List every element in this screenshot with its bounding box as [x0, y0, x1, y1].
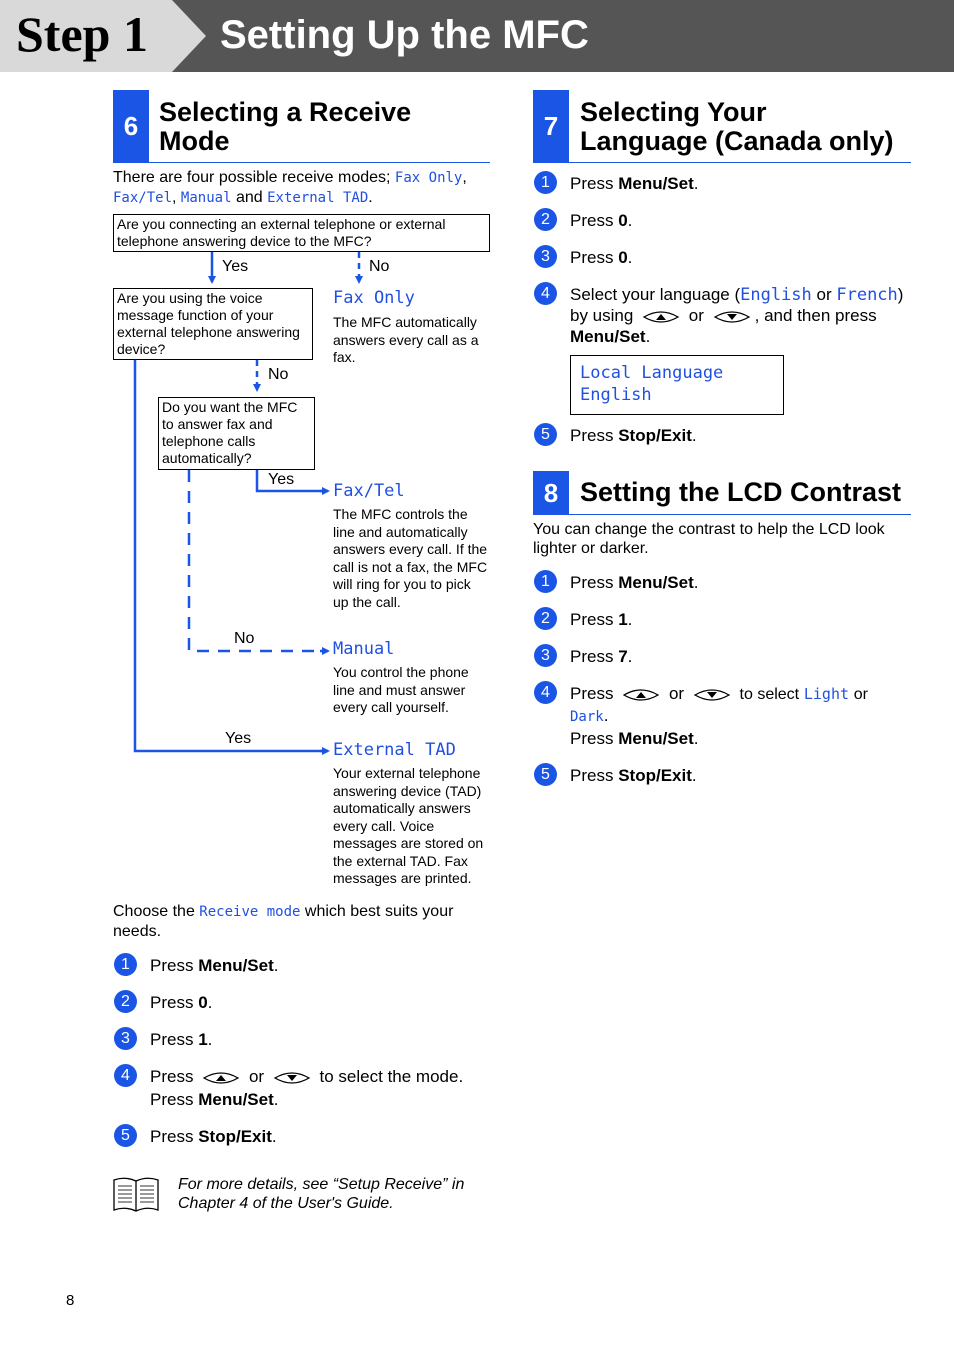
result-external-tad-title: External TAD [333, 740, 456, 760]
s8-step-4-line-3: Press Menu/Set. [570, 729, 699, 748]
section-8-rule [533, 514, 911, 515]
reference-note: For more details, see “Setup Receive” in… [178, 1176, 465, 1212]
s8-step-2: Press 1. [570, 610, 633, 629]
result-fax-only-title: Fax Only [333, 288, 415, 308]
result-external-tad-desc: Your external telephone answering device… [333, 765, 484, 886]
s8-step-3-number: 3 [534, 644, 557, 667]
down-arrow-key-icon [273, 1069, 311, 1087]
s8-step-3: Press 7. [570, 647, 633, 666]
s6-step-3-number: 3 [114, 1027, 137, 1050]
flow-yes-label-1: Yes [222, 258, 249, 275]
flow-no-label-1: No [369, 258, 390, 275]
result-fax-tel-desc: The MFC controls the line and automatica… [333, 506, 488, 610]
s8-step-4-number: 4 [534, 681, 557, 704]
section-8-number: 8 [533, 471, 569, 515]
section-7-rule [533, 162, 911, 163]
section-7-number: 7 [533, 90, 569, 162]
s7-step-1-number: 1 [534, 171, 557, 194]
s6-step-4-number: 4 [114, 1064, 137, 1087]
flow-question-1: Are you connecting an external telephone… [113, 214, 490, 252]
s7-step-3: Press 0. [570, 248, 633, 267]
s6-step-4: Press or to select the mode. [150, 1067, 464, 1087]
step-label: Step 1 [16, 6, 148, 62]
s7-step-2-number: 2 [534, 208, 557, 231]
section-6-intro: There are four possible receive modes; F… [113, 169, 467, 206]
s6-step-2: Press 0. [150, 993, 213, 1012]
up-arrow-key-icon [642, 308, 680, 326]
s7-step-2: Press 0. [570, 211, 633, 230]
flow-no-label-3: No [234, 630, 255, 647]
result-fax-only-desc: The MFC automatically answers every call… [333, 314, 479, 365]
lcd-display: Local Language English [570, 355, 784, 415]
s8-step-1: Press Menu/Set. [570, 573, 699, 592]
section-6-rule [113, 162, 490, 163]
s6-step-3: Press 1. [150, 1030, 213, 1049]
result-manual-desc: You control the phone line and must answ… [333, 664, 469, 715]
s8-step-2-number: 2 [534, 607, 557, 630]
choose-mode-text: Choose the Receive mode which best suits… [113, 903, 454, 940]
s8-step-4: Press or to select Light or [570, 684, 868, 704]
flow-question-2: Are you using the voice message function… [113, 288, 313, 360]
section-6-number: 6 [113, 90, 149, 162]
result-fax-tel-title: Fax/Tel [333, 481, 405, 501]
s7-step-4-number: 4 [534, 282, 557, 305]
s6-step-1: Press Menu/Set. [150, 956, 279, 975]
flow-yes-label-3: Yes [225, 730, 252, 747]
s6-step-4-line-2: Press Menu/Set. [150, 1090, 279, 1109]
section-8-title: Setting the LCD Contrast [580, 477, 901, 507]
flow-no-label-2: No [268, 366, 289, 383]
step-tab [0, 0, 206, 72]
up-arrow-key-icon [202, 1069, 240, 1087]
s7-step-3-number: 3 [534, 245, 557, 268]
up-arrow-key-icon [622, 686, 660, 704]
s8-step-5-number: 5 [534, 763, 557, 786]
s6-step-2-number: 2 [114, 990, 137, 1013]
s7-step-1: Press Menu/Set. [570, 174, 699, 193]
s6-step-1-number: 1 [114, 953, 137, 976]
flow-question-3: Do you want the MFC to answer fax and te… [158, 397, 315, 470]
section-7-title: Selecting Your Language (Canada only) [580, 97, 894, 156]
s7-step-4: Select your language (English or French) [570, 285, 904, 305]
s7-step-4-line-3: Menu/Set. [570, 327, 651, 346]
s6-step-5-number: 5 [114, 1124, 137, 1147]
flow-yes-label-2: Yes [268, 471, 295, 488]
section-6-title: Selecting a Receive Mode [159, 97, 412, 156]
down-arrow-key-icon [713, 308, 751, 326]
section-8-intro: You can change the contrast to help the … [533, 521, 885, 557]
s6-step-5: Press Stop/Exit. [150, 1127, 277, 1146]
page-number: 8 [66, 1292, 75, 1309]
page-title: Setting Up the MFC [220, 13, 589, 57]
s8-step-4-line-2: Dark. [570, 706, 609, 725]
s7-step-4-line-2: by using or , and then press [570, 306, 877, 326]
s8-step-5: Press Stop/Exit. [570, 766, 697, 785]
result-manual-title: Manual [333, 639, 395, 659]
book-icon [113, 1177, 159, 1212]
s7-step-5: Press Stop/Exit. [570, 426, 697, 445]
s8-step-1-number: 1 [534, 570, 557, 593]
down-arrow-key-icon [693, 686, 731, 704]
s7-step-5-number: 5 [534, 423, 557, 446]
